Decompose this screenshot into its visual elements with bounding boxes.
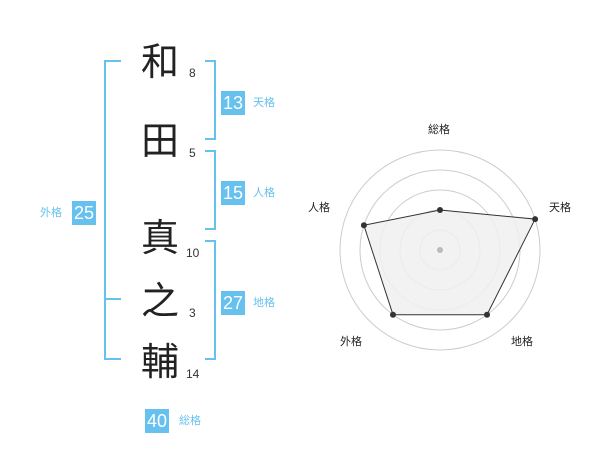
name-char-2: 田 (141, 119, 180, 163)
radar-label-left: 人格 (308, 201, 330, 214)
gaikaku-value: 25 (72, 201, 97, 225)
radar-point-right (532, 216, 539, 223)
radar-label-lower-right: 地格 (511, 335, 533, 348)
gaikaku-bracket-tick (104, 298, 121, 300)
radar-grid-ring (339, 149, 541, 351)
chikaku-label: 地格 (253, 296, 275, 309)
radar-point-lower-left (389, 311, 396, 318)
name-char-4: 之 (141, 279, 180, 323)
tenkaku-value: 13 (221, 91, 246, 115)
radar-center-dot (437, 247, 443, 253)
tenkaku-bracket (205, 60, 216, 140)
stroke-count-1: 8 (189, 66, 196, 80)
stroke-count-4: 3 (189, 306, 196, 320)
chikaku-value: 27 (221, 291, 246, 315)
soukaku-value: 40 (145, 409, 170, 433)
soukaku-label: 総格 (179, 414, 201, 427)
name-char-1: 和 (141, 40, 180, 84)
tenkaku-label: 天格 (253, 96, 275, 109)
stroke-count-2: 5 (189, 146, 196, 160)
stroke-count-5: 14 (186, 367, 200, 381)
gaikaku-label: 外格 (40, 206, 62, 219)
gaikaku-bracket (104, 60, 121, 360)
radar-point-left (360, 222, 367, 229)
name-char-3: 真 (141, 216, 180, 260)
radar-label-top: 総格 (428, 123, 450, 136)
stroke-count-3: 10 (186, 246, 200, 260)
jinkaku-value: 15 (221, 181, 246, 205)
radar-data-polygon (363, 209, 536, 316)
chikaku-bracket (205, 240, 216, 360)
radar-point-top (437, 207, 443, 213)
radar-point-lower-right (484, 311, 491, 318)
jinkaku-bracket (205, 150, 216, 230)
name-char-5: 輔 (141, 340, 180, 384)
radar-label-right: 天格 (549, 201, 571, 214)
radar-label-lower-left: 外格 (340, 335, 362, 348)
jinkaku-label: 人格 (253, 186, 275, 199)
